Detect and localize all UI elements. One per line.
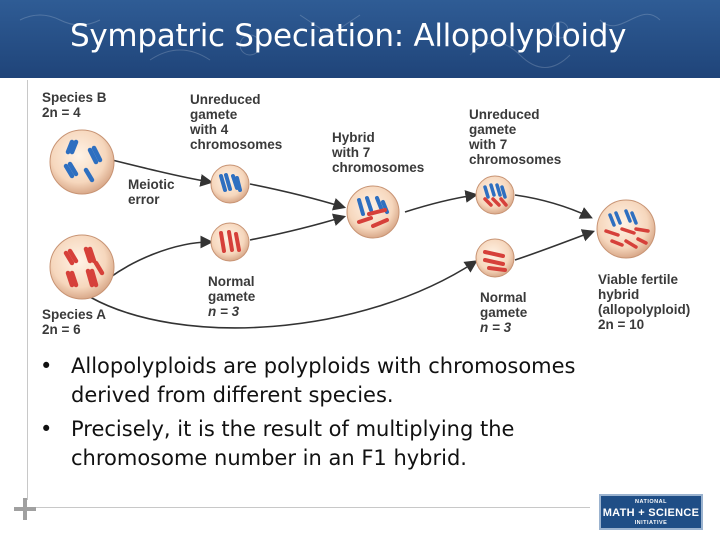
- nms-logo: NATIONAL MATH + SCIENCE INITIATIVE: [599, 494, 703, 530]
- arrow-a-to-normal-right: [89, 260, 478, 329]
- unreduced-gamete-7-cell: [475, 175, 515, 215]
- header-equations-watermark: [19, 13, 661, 68]
- bullet-item: • Precisely, it is the result of multipl…: [40, 415, 640, 473]
- logo-line-1: NATIONAL: [634, 499, 667, 505]
- bullet-item: • Allopolyploids are polyploids with chr…: [40, 352, 640, 410]
- species-a-cell: [49, 234, 115, 300]
- left-divider: [27, 80, 28, 500]
- bottom-divider: [30, 507, 590, 508]
- normal-gamete-left-cell: [210, 222, 250, 262]
- viable-hybrid-cell: [596, 199, 656, 259]
- arrow-unreduced7-to-viable: [514, 194, 593, 219]
- arrow-normal-right-to-viable: [514, 229, 596, 261]
- normal-gamete-right-cell: [475, 238, 515, 278]
- arrow-hybrid-to-unreduced7: [404, 190, 479, 213]
- bullet-symbol: •: [40, 417, 53, 441]
- plus-icon: [14, 498, 36, 520]
- slide-header: Sympatric Speciation: Allopolyploidy: [0, 0, 720, 78]
- hybrid-cell: [346, 185, 400, 239]
- bullet-symbol: •: [40, 354, 53, 378]
- bullet-text: Allopolyploids are polyploids with chrom…: [71, 354, 576, 407]
- logo-line-2: MATH + SCIENCE: [602, 507, 700, 519]
- diagram-graphics: [49, 129, 656, 329]
- slide-title: Sympatric Speciation: Allopolyploidy: [70, 18, 627, 54]
- bullet-list: • Allopolyploids are polyploids with chr…: [40, 352, 640, 478]
- arrow-normal-to-hybrid: [249, 213, 347, 241]
- bullet-text: Precisely, it is the result of multiplyi…: [71, 417, 515, 470]
- species-b-cell: [49, 129, 115, 195]
- logo-line-3: INITIATIVE: [634, 520, 668, 526]
- unreduced-gamete-4-cell: [210, 164, 250, 204]
- arrow-unreduced-to-hybrid: [249, 183, 347, 211]
